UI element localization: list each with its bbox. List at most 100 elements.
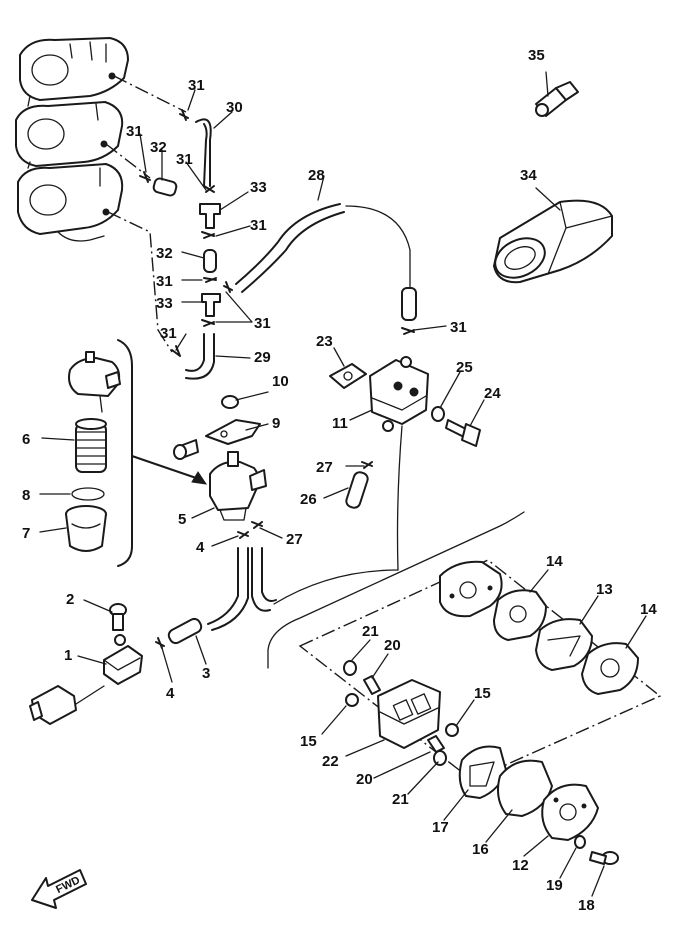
pump-cover-upper <box>439 560 503 618</box>
fuel-connector <box>29 685 105 725</box>
label-31: 31 <box>450 319 467 336</box>
label-6: 6 <box>22 431 30 448</box>
label-22: 22 <box>322 753 339 770</box>
boot-34 <box>493 199 613 284</box>
gasket-17 <box>458 745 507 799</box>
clip-31 <box>401 327 415 335</box>
clip-4 <box>237 531 249 539</box>
label-14: 14 <box>640 601 657 618</box>
hose-28-line <box>345 205 411 289</box>
washer-25 <box>431 406 445 422</box>
leader-line <box>107 211 173 353</box>
clip-31 <box>203 277 217 283</box>
hose-26 <box>345 471 369 509</box>
label-15: 15 <box>300 733 317 750</box>
clip-31 <box>139 171 151 183</box>
screw-21a <box>343 660 357 676</box>
label-20: 20 <box>356 771 373 788</box>
nut-10 <box>221 395 239 409</box>
label-15: 15 <box>474 685 491 702</box>
label-31: 31 <box>188 77 205 94</box>
clip-27 <box>361 461 373 469</box>
label-21: 21 <box>392 791 409 808</box>
label-27: 27 <box>286 531 303 548</box>
label-8: 8 <box>22 487 30 504</box>
pump-body-22 <box>377 679 441 749</box>
screw-18 <box>589 851 619 865</box>
label-7: 7 <box>22 525 30 542</box>
connector-35 <box>535 81 579 117</box>
joint-32 <box>203 249 217 273</box>
hose-28-outer <box>241 211 345 293</box>
washer-19 <box>574 835 586 849</box>
hose-30-inner <box>203 123 208 187</box>
t-joint-33 <box>201 293 221 317</box>
pump-cover-12 <box>541 783 599 841</box>
screw <box>173 439 199 460</box>
leader-lines <box>39 71 647 897</box>
label-12: 12 <box>512 857 529 874</box>
clip-4 <box>155 637 165 649</box>
screw-21b <box>433 750 447 766</box>
bolt-2 <box>109 603 127 631</box>
fuel-filter-5 <box>209 451 267 521</box>
label-33: 33 <box>156 295 173 312</box>
gasket-23-hole <box>343 371 353 381</box>
fuel-line <box>396 425 403 571</box>
clip-31 <box>179 109 189 121</box>
inset-frame <box>267 511 525 669</box>
label-18: 18 <box>578 897 595 914</box>
label-29: 29 <box>254 349 271 366</box>
hose-29 <box>185 333 205 372</box>
hose-28-end <box>401 287 417 321</box>
diaphragm-16 <box>497 759 553 817</box>
clip-31 <box>203 185 215 193</box>
label-14: 14 <box>546 553 563 570</box>
fuel-line-link <box>273 569 399 605</box>
label-10: 10 <box>272 373 289 390</box>
label-5: 5 <box>178 511 186 528</box>
label-23: 23 <box>316 333 333 350</box>
o-ring-8 <box>71 487 105 501</box>
label-34: 34 <box>520 167 537 184</box>
label-32: 32 <box>150 139 167 156</box>
label-32: 32 <box>156 245 173 262</box>
label-24: 24 <box>484 385 501 402</box>
label-30: 30 <box>226 99 243 116</box>
label-31: 31 <box>156 273 173 290</box>
clip-31 <box>223 281 233 293</box>
t-joint-33 <box>199 203 221 229</box>
hose-27-outer <box>261 547 277 602</box>
label-2: 2 <box>66 591 74 608</box>
gasket-23 <box>329 363 367 389</box>
label-4: 4 <box>196 539 205 556</box>
label-13: 13 <box>596 581 613 598</box>
label-31: 31 <box>254 315 271 332</box>
filter-element-6 <box>75 418 107 473</box>
label-19: 19 <box>546 877 563 894</box>
label-25: 25 <box>456 359 473 376</box>
hose-27 <box>251 547 271 612</box>
arrow-head <box>191 471 208 485</box>
clip-31 <box>201 319 215 327</box>
label-28: 28 <box>308 167 325 184</box>
bracket-9 <box>205 419 261 445</box>
bracket-line <box>117 339 133 567</box>
clip-31 <box>201 231 215 239</box>
filter-cap <box>68 351 121 413</box>
label-16: 16 <box>472 841 489 858</box>
washer-15b <box>445 723 459 737</box>
diaphragm-14b <box>581 642 639 695</box>
valve-sheet-13 <box>535 618 593 671</box>
label-33: 33 <box>250 179 267 196</box>
spring-20a <box>363 675 381 695</box>
washer-15a <box>345 693 359 707</box>
label-31: 31 <box>176 151 193 168</box>
clip-31 <box>171 345 181 357</box>
arrow-line <box>131 455 203 481</box>
hose-28 <box>235 203 341 285</box>
filter-cup-7 <box>65 505 107 552</box>
diaphragm-14a <box>493 589 547 641</box>
clip-27 <box>251 521 263 529</box>
